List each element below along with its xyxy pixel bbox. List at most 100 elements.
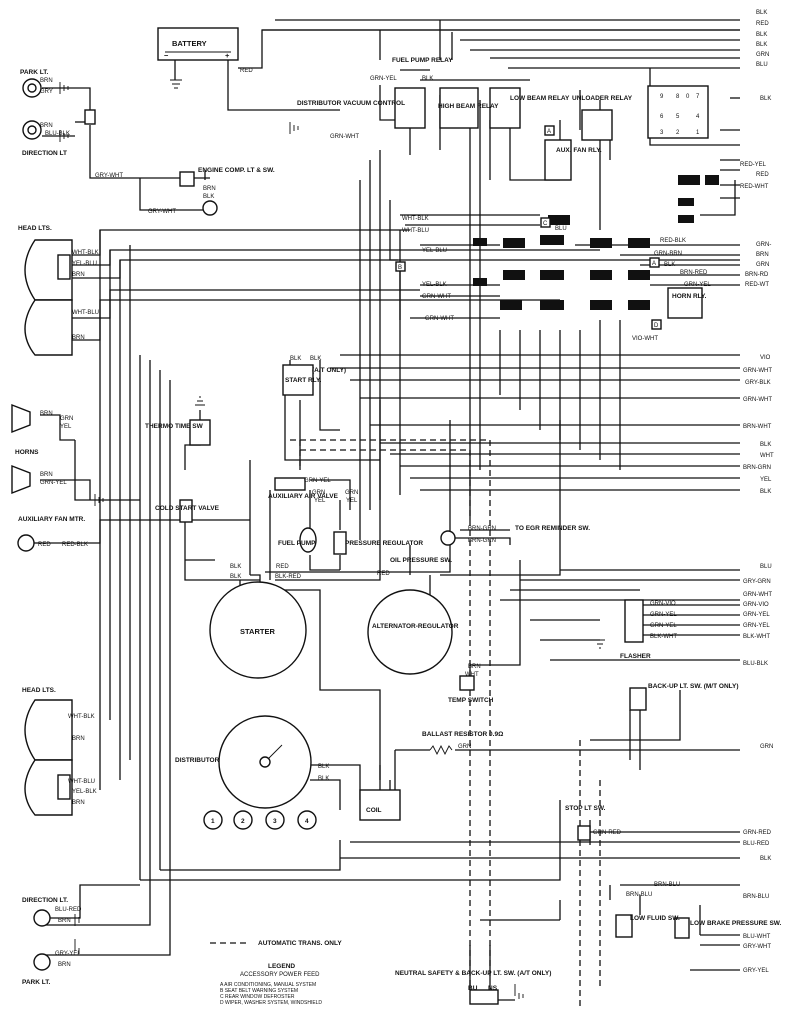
svg-text:BRN: BRN <box>40 472 53 478</box>
svg-text:NS: NS <box>488 985 498 992</box>
svg-text:YEL: YEL <box>346 498 358 504</box>
relay-pin-numbers: 9 8 0 7 6 5 4 3 2 1 <box>660 94 700 136</box>
cold-start-valve <box>179 499 193 523</box>
svg-text:GRN: GRN <box>60 416 73 422</box>
svg-text:LEGEND: LEGEND <box>268 963 295 970</box>
svg-text:DISTRIBUTOR VACUUM CONTROL: DISTRIBUTOR VACUUM CONTROL <box>297 100 405 107</box>
svg-text:4: 4 <box>305 818 309 825</box>
svg-text:D: D <box>654 323 659 329</box>
svg-text:BLU-BLK: BLU-BLK <box>45 131 70 137</box>
svg-text:GRN-RED: GRN-RED <box>593 830 622 836</box>
svg-text:0: 0 <box>686 94 690 100</box>
svg-text:BACK-UP LT. SW. (M/T ONLY): BACK-UP LT. SW. (M/T ONLY) <box>648 683 739 690</box>
svg-text:PRESSURE REGULATOR: PRESSURE REGULATOR <box>345 540 423 547</box>
svg-text:BLK: BLK <box>318 764 329 770</box>
svg-text:DIRECTION LT: DIRECTION LT <box>22 150 67 157</box>
svg-text:B SEAT BELT WARNING SYSTEM: B SEAT BELT WARNING SYSTEM <box>220 988 298 994</box>
svg-text:BATTERY: BATTERY <box>172 39 207 48</box>
svg-text:GRN-YEL: GRN-YEL <box>304 478 331 484</box>
svg-text:BRN: BRN <box>203 186 216 192</box>
svg-text:BRN-RED: BRN-RED <box>680 270 708 276</box>
svg-text:GRY: GRY <box>40 89 53 95</box>
fuel-pump <box>299 527 317 553</box>
svg-text:UNLOADER RELAY: UNLOADER RELAY <box>572 95 633 102</box>
svg-text:YEL: YEL <box>760 477 772 483</box>
svg-text:OIL PRESSURE SW.: OIL PRESSURE SW. <box>390 557 452 564</box>
svg-text:BLK: BLK <box>760 489 771 495</box>
svg-text:GRN-WHT: GRN-WHT <box>743 592 772 598</box>
right-wire-labels: BLK RED BLK BLK GRN BLU BLK RED-YEL RED … <box>740 10 774 974</box>
svg-text:BLK: BLK <box>422 76 433 82</box>
svg-text:GRN-YEL: GRN-YEL <box>743 612 770 618</box>
svg-text:TEMP SWITCH: TEMP SWITCH <box>448 697 494 704</box>
svg-text:RED-WT: RED-WT <box>745 282 769 288</box>
legend: LEGEND ACCESSORY POWER FEED A AIR CONDIT… <box>220 963 322 1006</box>
svg-text:BRN: BRN <box>756 252 769 258</box>
svg-text:STOP LT SW.: STOP LT SW. <box>565 805 606 812</box>
svg-text:BLU: BLU <box>760 564 772 570</box>
svg-text:BRN-GRN: BRN-GRN <box>743 465 771 471</box>
svg-text:WHT-BLU: WHT-BLU <box>68 779 95 785</box>
svg-text:BLK: BLK <box>756 10 767 16</box>
svg-text:GRN-WHT: GRN-WHT <box>330 134 359 140</box>
headlamp-2 <box>24 299 73 356</box>
svg-text:RED: RED <box>377 571 390 577</box>
svg-text:BRN: BRN <box>40 123 53 129</box>
svg-text:GRY-WHT: GRY-WHT <box>95 173 123 179</box>
svg-text:BRN: BRN <box>468 664 481 670</box>
neutral-safety-sw <box>469 989 499 1005</box>
svg-text:BLK: BLK <box>756 42 767 48</box>
svg-text:BLK: BLK <box>760 96 771 102</box>
svg-text:GRY-YEL: GRY-YEL <box>55 951 81 957</box>
svg-text:RED-BLK: RED-BLK <box>660 238 686 244</box>
svg-text:GRY-YEL: GRY-YEL <box>743 968 769 974</box>
svg-text:GRN: GRN <box>760 744 773 750</box>
svg-text:WHT-BLK: WHT-BLK <box>68 714 95 720</box>
svg-text:BLK-WHT: BLK-WHT <box>650 634 677 640</box>
svg-text:AUX. FAN RLY.: AUX. FAN RLY. <box>556 147 602 154</box>
svg-text:FUEL PUMP RELAY: FUEL PUMP RELAY <box>392 57 453 64</box>
svg-text:RED: RED <box>240 68 253 74</box>
svg-text:GRN-YEL: GRN-YEL <box>40 480 67 486</box>
direction-lt-bottom <box>33 909 51 927</box>
svg-text:A AIR CONDITIONING, MANUAL SY: A AIR CONDITIONING, MANUAL SYSTEM <box>220 982 316 988</box>
svg-text:AUXILIARY FAN MTR.: AUXILIARY FAN MTR. <box>18 516 85 523</box>
svg-text:BLK: BLK <box>203 194 214 200</box>
svg-text:7: 7 <box>696 94 700 100</box>
svg-text:C REAR WINDOW DEFROSTER: C REAR WINDOW DEFROSTER <box>220 994 295 1000</box>
svg-text:PARK LT.: PARK LT. <box>20 69 48 76</box>
svg-text:BRN-BLU: BRN-BLU <box>654 882 680 888</box>
ground-symbols <box>59 79 605 999</box>
svg-text:START RLY.: START RLY. <box>285 377 322 384</box>
svg-text:BLK-RED: BLK-RED <box>275 574 302 580</box>
svg-text:YEL-BLU: YEL-BLU <box>422 248 447 254</box>
svg-text:NEUTRAL SAFETY & BACK-UP LT. S: NEUTRAL SAFETY & BACK-UP LT. SW. (A/T ON… <box>395 970 551 977</box>
svg-text:RED: RED <box>756 172 769 178</box>
svg-text:BRN: BRN <box>58 918 71 924</box>
svg-text:BRN: BRN <box>40 78 53 84</box>
connector-blocks <box>473 175 719 310</box>
svg-text:BLK: BLK <box>318 776 329 782</box>
svg-text:HORN RLY.: HORN RLY. <box>672 293 707 300</box>
svg-text:4: 4 <box>696 114 700 120</box>
svg-text:FUEL PUMP: FUEL PUMP <box>278 540 316 547</box>
svg-text:C: C <box>543 221 548 227</box>
svg-text:BRN: BRN <box>58 962 71 968</box>
svg-text:2: 2 <box>241 818 245 825</box>
aux-fan-motor <box>17 534 35 552</box>
svg-text:BLK: BLK <box>760 442 771 448</box>
headlamp-4 <box>24 759 73 816</box>
svg-text:GRN: GRN <box>345 490 358 496</box>
svg-text:(A/T ONLY): (A/T ONLY) <box>312 367 346 374</box>
svg-text:BLK: BLK <box>760 856 771 862</box>
svg-text:BLU: BLU <box>756 62 768 68</box>
svg-text:THERMO TIME SW: THERMO TIME SW <box>145 423 204 430</box>
svg-text:HORNS: HORNS <box>15 449 39 456</box>
svg-text:YEL-BLK: YEL-BLK <box>422 282 447 288</box>
horn-relay <box>667 287 703 319</box>
svg-text:−: − <box>164 51 169 60</box>
svg-text:HEAD LTS.: HEAD LTS. <box>22 687 56 694</box>
svg-text:BALLAST RESISTOR 0.9Ω: BALLAST RESISTOR 0.9Ω <box>422 731 503 738</box>
svg-text:D WIPER, WASHER SYSTEM, WINDS: D WIPER, WASHER SYSTEM, WINDSHIELD <box>220 1000 322 1006</box>
